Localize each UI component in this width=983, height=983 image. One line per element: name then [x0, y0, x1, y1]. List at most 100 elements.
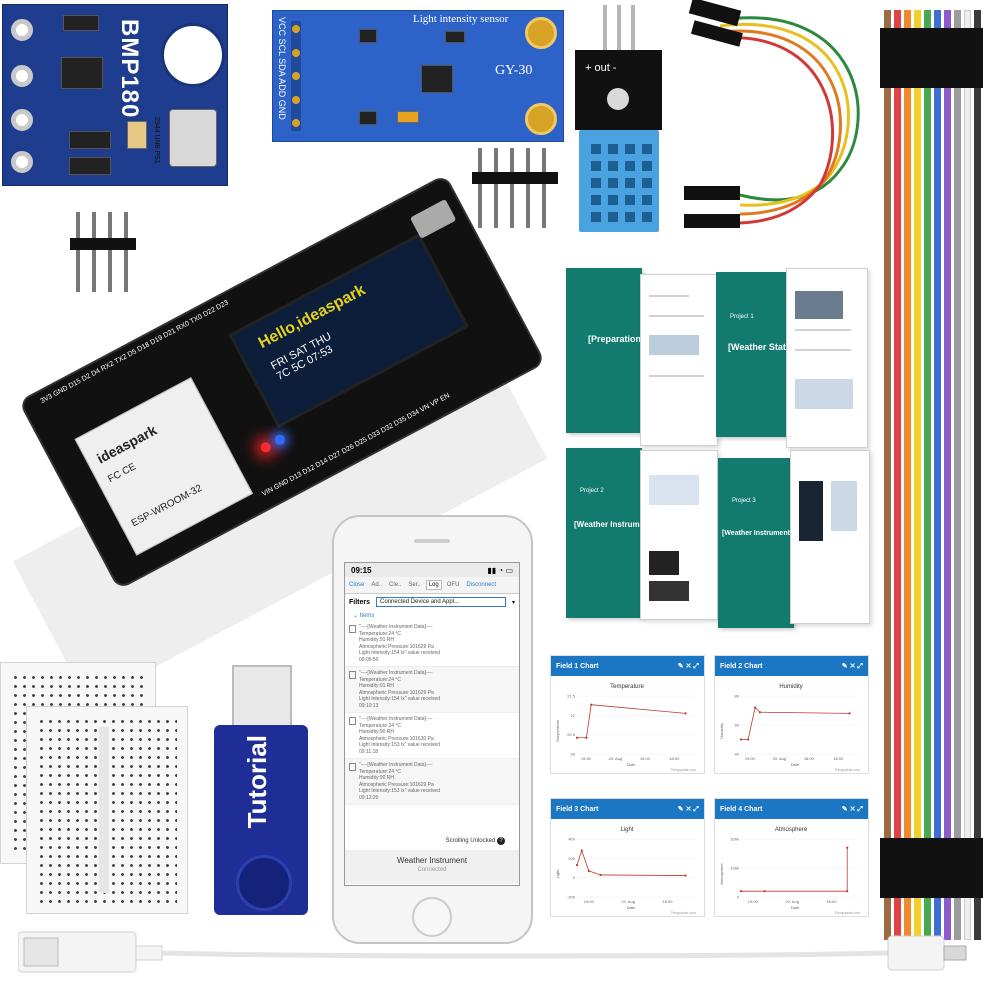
dht11-module: + out - [575, 5, 662, 232]
transistor [359, 111, 377, 125]
mount-hole [11, 65, 33, 87]
bmp180-sensor-chip [169, 109, 217, 167]
chart-header: Field 2 Chart [720, 662, 763, 670]
log-entry[interactable]: "----[Weather Instrument Data]----Temper… [345, 621, 519, 667]
chart-header: Field 1 Chart [556, 662, 599, 670]
tab-advertise[interactable]: Ad.. [371, 582, 383, 588]
tab-server[interactable]: Ser.. [408, 582, 421, 588]
chart-tools-icon[interactable]: ✎ ✕ ⤢ [677, 662, 699, 670]
header-pin [617, 5, 621, 53]
y-tick-label: -200 [567, 895, 576, 900]
module-marks: FC CE [106, 461, 138, 486]
booklet-page [640, 274, 718, 446]
home-button[interactable] [412, 897, 452, 937]
chart-tools-icon[interactable]: ✎ ✕ ⤢ [841, 662, 863, 670]
y-tick-label: 200 [568, 856, 575, 861]
app-title: Weather Instrument [396, 856, 468, 865]
log-entry[interactable]: "----[Weather Instrument Data]----Temper… [345, 667, 519, 713]
chart-tools-icon[interactable]: ✎ ✕ ⤢ [841, 805, 863, 813]
chart-title: Humidity [779, 684, 802, 690]
data-point [754, 706, 757, 709]
chart-plot: TemperatureTemperatureDateThingspeak.com… [555, 684, 696, 772]
chart-footer: Thingspeak.com [670, 768, 696, 772]
log-entry[interactable]: "----[Weather Instrument Data]----Temper… [345, 713, 519, 759]
mount-hole [11, 109, 33, 131]
series-line [576, 849, 686, 876]
transistor [359, 29, 377, 43]
chart-tools-icon[interactable]: ✎ ✕ ⤢ [677, 805, 699, 813]
chart-title: Atmosphere [775, 827, 808, 833]
bmp180-chip-text: 2944 UN9 PS1 [153, 117, 160, 164]
data-point [575, 864, 579, 867]
data-point [590, 703, 593, 706]
tab-log[interactable]: Log [425, 580, 442, 590]
x-tick-label: 18:00 [826, 899, 837, 904]
y-axis-label: Temperature [555, 719, 560, 742]
dht11-pcb: + out - [575, 50, 662, 130]
resistor [69, 157, 111, 175]
log-entry[interactable]: "----[Weather Instrument Data]----Temper… [345, 759, 519, 805]
chart-footer: Thingspeak.com [834, 768, 860, 772]
resistor [445, 31, 465, 43]
x-axis-label: Date [791, 762, 800, 767]
chart-plot: HumidityHumidityDateThingspeak.com806040… [719, 684, 860, 772]
chart-title: Light [620, 827, 633, 833]
x-tick-label: 19:00 [748, 899, 759, 904]
pin-header-4 [70, 212, 140, 292]
y-tick-label: 40 [735, 752, 740, 757]
status-bar: 09:15▮▮ ◔ ▭ [345, 563, 519, 577]
x-tick-label: 18:00 [833, 756, 844, 761]
chart-title: Temperature [610, 684, 644, 690]
phone-speaker [414, 539, 450, 543]
data-point [846, 890, 849, 893]
x-axis-label: Date [627, 905, 636, 910]
y-tick-label: 60 [735, 723, 740, 728]
booklet-weather-instrument: Project 2 [Weather Instrument] [566, 448, 654, 618]
booklet-weather-instrument-ble: Project 3 [Weather Instrument BLE] [718, 458, 808, 628]
data-point [575, 736, 579, 739]
bmp180-board: BMP180 2944 UN9 PS1 [2, 4, 228, 186]
tab-dfu[interactable]: OFU [446, 582, 460, 588]
pin-header-5 [472, 148, 562, 228]
power-led [258, 440, 273, 455]
data-point [758, 711, 761, 714]
smartphone: 09:15▮▮ ◔ ▭ Close Ad.. Cle.. Ser.. Log O… [332, 515, 533, 944]
close-link[interactable]: Close [349, 582, 365, 588]
app-tab-bar: Close Ad.. Cle.. Ser.. Log OFU Disconnec… [345, 577, 519, 594]
x-axis-label: Date [791, 905, 800, 910]
usb-swivel [236, 855, 292, 911]
series-line [741, 847, 848, 892]
data-point [684, 874, 687, 877]
x-tick-label: 20. Aug [609, 756, 623, 761]
mount-hole [11, 151, 33, 173]
x-tick-label: 19:30 [581, 756, 592, 761]
x-tick-label: 18:00 [804, 756, 815, 761]
scrolling-status[interactable]: Scrolling Unlocked ? [345, 837, 519, 845]
mount-hole-large [161, 23, 225, 87]
tab-clear[interactable]: Cle.. [389, 582, 402, 588]
y-tick-label: 400 [568, 837, 575, 842]
gy30-header-pads [291, 21, 301, 131]
breadboard-front [26, 706, 188, 914]
mount-hole [525, 17, 557, 49]
chart-header: Field 3 Chart [556, 805, 599, 813]
x-axis-label: Date [627, 762, 636, 767]
header-pin [631, 5, 635, 53]
y-tick-label: 100k [730, 866, 739, 871]
app-footer: Weather Instrument Connected [345, 850, 519, 884]
chart-plot: AtmosphereAtmosphereDateThingspeak.com20… [719, 827, 860, 915]
module-model: ESP-WROOM-32 [129, 482, 205, 530]
capacitor [63, 15, 99, 31]
booklet-preparation: [Preparation] [566, 268, 644, 433]
bmp180-label: BMP180 [116, 19, 143, 119]
app-status: Connected [417, 867, 447, 873]
pin-labels-top: 3V3 GND D15 D2 D4 RX2 TX2 D5 D18 D19 D21… [39, 299, 230, 405]
disconnect-link[interactable]: Disconnect [466, 582, 497, 588]
data-point [739, 738, 743, 741]
filters-select[interactable]: Connected Device and Appl... [376, 597, 506, 607]
items-header[interactable]: ⌄ Items [353, 613, 375, 619]
bh1750-chip [421, 65, 453, 93]
